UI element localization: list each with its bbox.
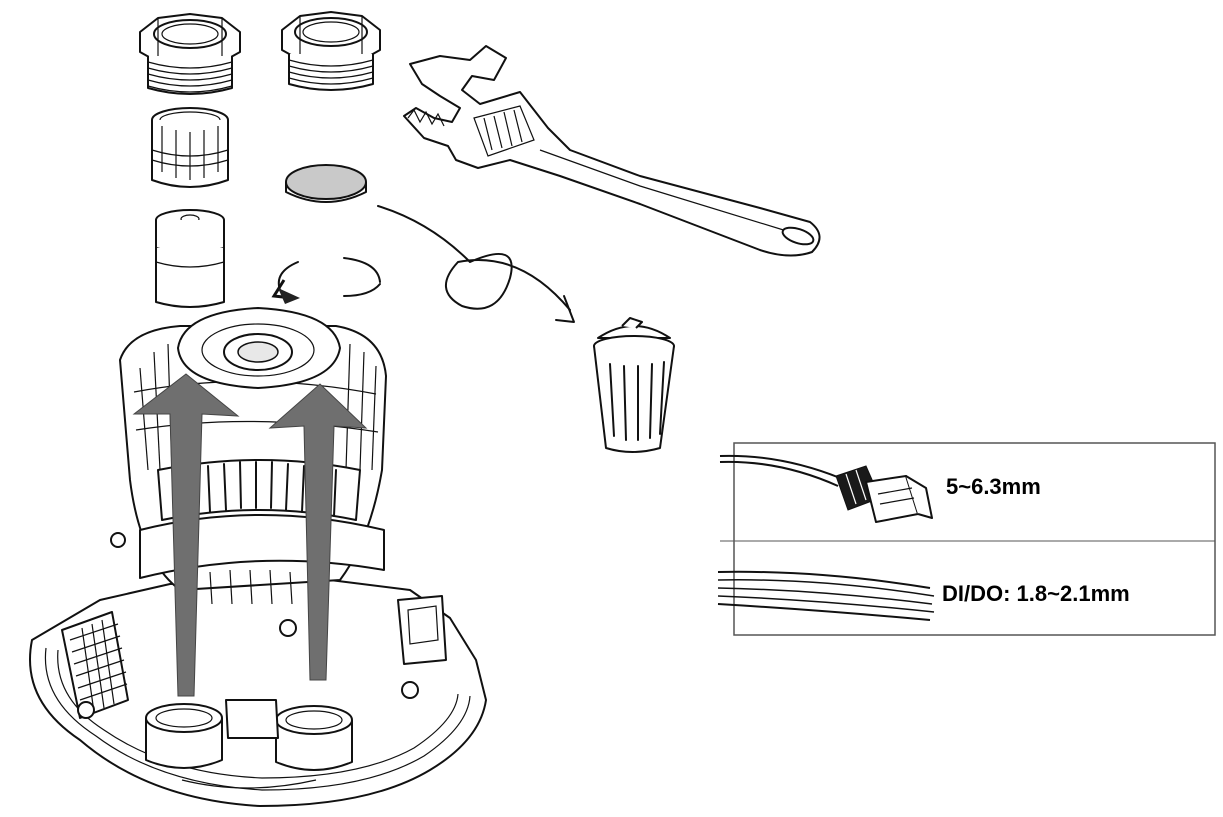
- cable-entry-left: [145, 703, 223, 769]
- clamp-sleeve: [151, 107, 229, 188]
- camera-base: [29, 532, 487, 807]
- dido-wires-icon: [717, 570, 935, 621]
- cable-gland-nut-left: [139, 13, 241, 95]
- rubber-plug-disc: [285, 164, 367, 203]
- rotate-counterclockwise-icon: [271, 257, 381, 304]
- discard-arrow: [377, 205, 575, 323]
- wrench-icon: [403, 45, 821, 257]
- cable-entry-right: [275, 705, 353, 771]
- cable-spec-box: [720, 442, 1216, 636]
- cable-gland-nut-right: [281, 11, 381, 91]
- terminal-block: [61, 611, 129, 719]
- ethernet-cable-diameter-label: 5~6.3mm: [946, 474, 1041, 499]
- lift-arrow-left: [132, 373, 240, 697]
- ethernet-cable-icon: [719, 454, 933, 523]
- trash-can-icon: [593, 317, 675, 453]
- rubber-seal: [155, 209, 225, 308]
- lift-arrow-right: [268, 383, 368, 681]
- dido-wire-diameter-label: DI/DO: 1.8~2.1mm: [942, 581, 1130, 606]
- camera-lens-module: [119, 307, 387, 605]
